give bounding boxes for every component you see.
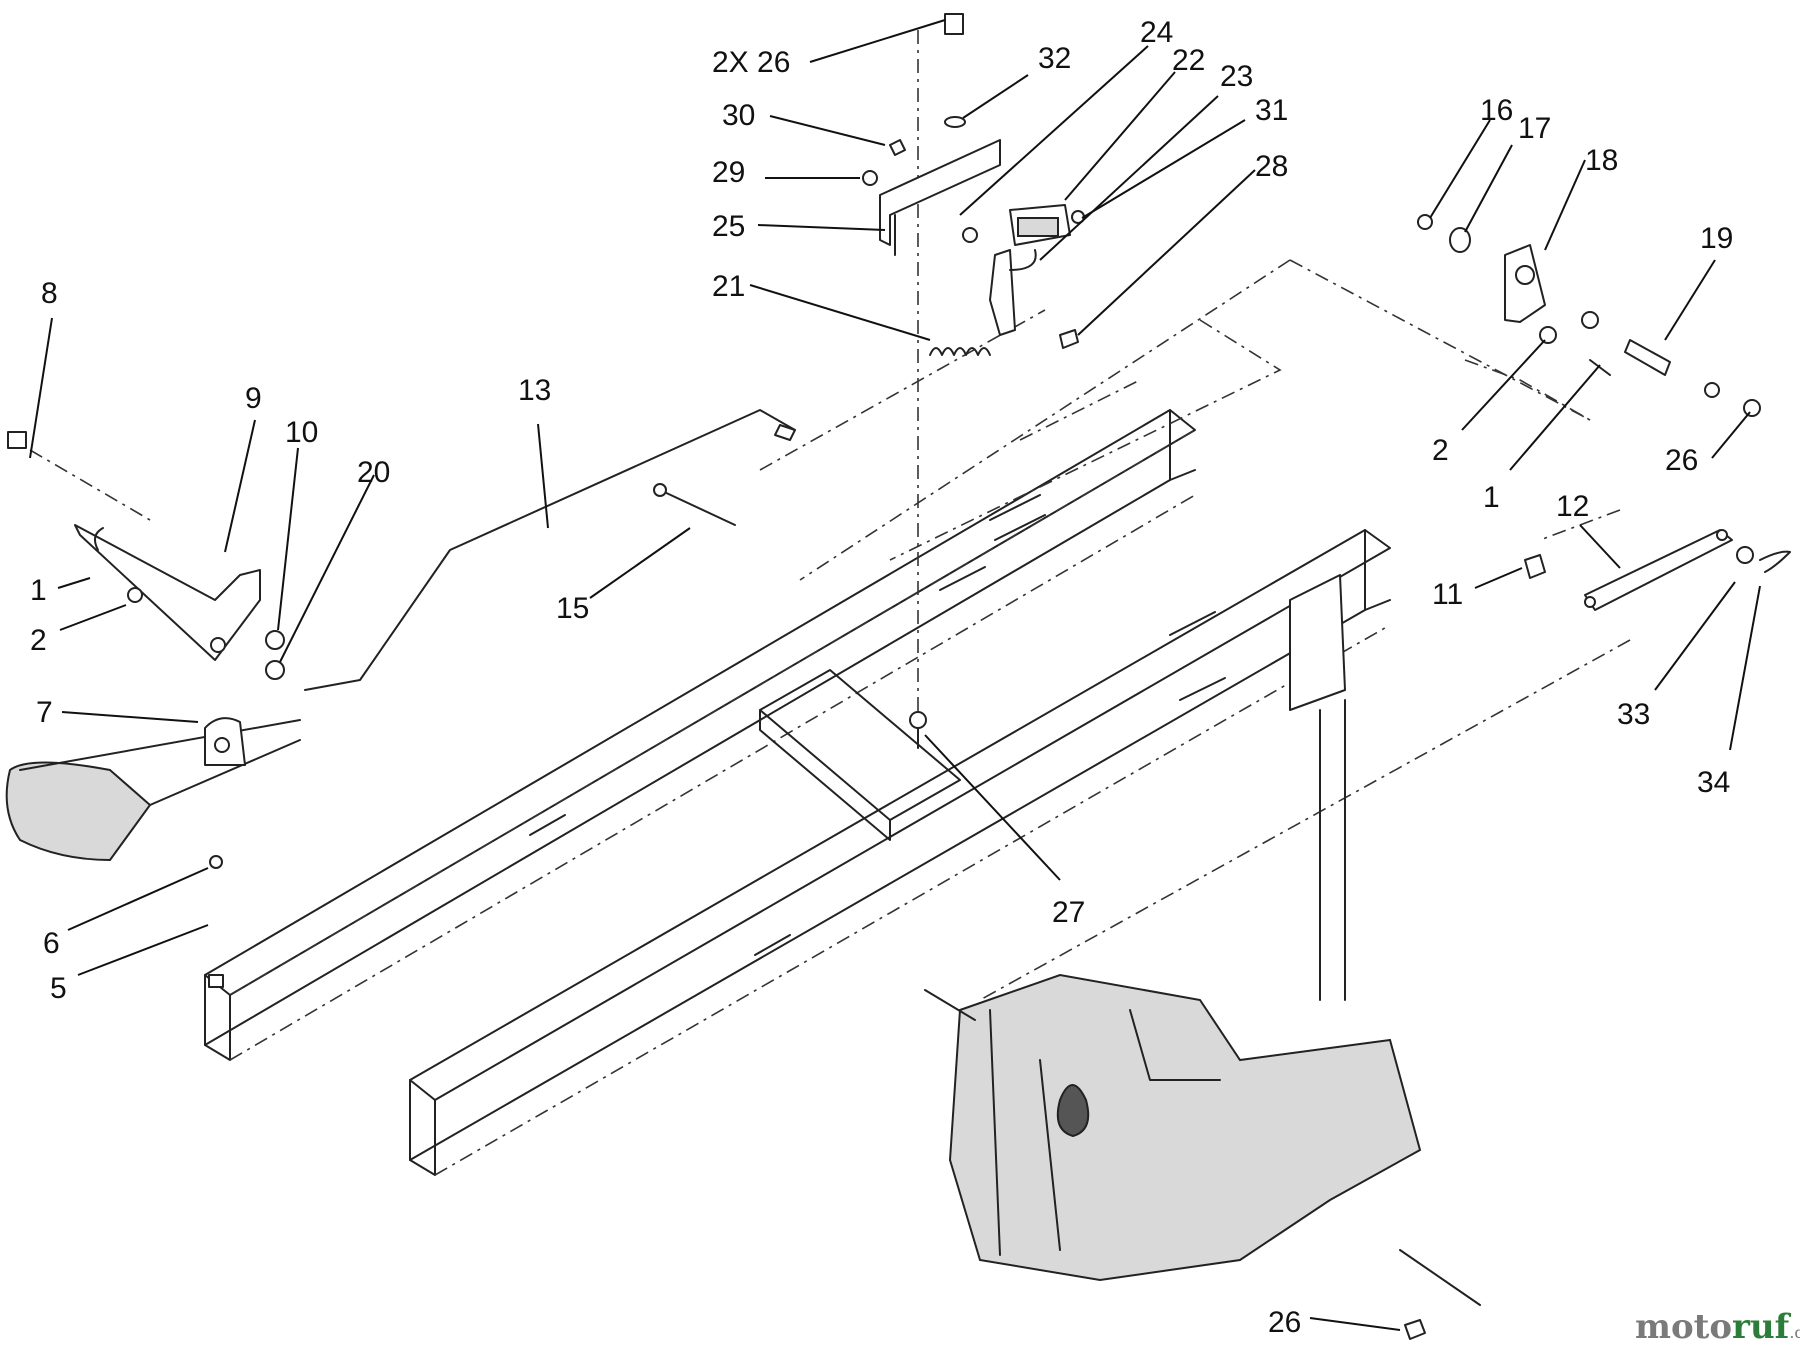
callout-9: 9 (245, 382, 262, 415)
callout-6: 6 (43, 927, 60, 960)
pedal-pad (5, 719, 301, 862)
frame-cross-member (759, 669, 961, 841)
interlock-switch (1009, 204, 1071, 246)
support-bracket (1289, 574, 1346, 1001)
callout-7: 7 (36, 696, 53, 729)
callout-32: 32 (1038, 42, 1071, 75)
callout-24: 24 (1140, 16, 1173, 49)
callout-33: 33 (1617, 698, 1650, 731)
watermark-suffix: .de (1789, 1323, 1800, 1342)
callout-1-right: 1 (1483, 481, 1500, 514)
callout-25: 25 (712, 210, 745, 243)
callout-16: 16 (1480, 94, 1513, 127)
callout-26-right: 26 (1665, 444, 1698, 477)
switch-arm (989, 249, 1037, 336)
frame-rail-left (204, 409, 1196, 1061)
callout-29: 29 (712, 156, 745, 189)
small-fasteners-top (862, 13, 1085, 349)
callout-22: 22 (1172, 44, 1205, 77)
brake-rod (304, 409, 796, 691)
assembly-guide-lines (29, 30, 1631, 1210)
callout-12: 12 (1556, 490, 1589, 523)
callout-34: 34 (1697, 766, 1730, 799)
pivot-shaft (1417, 214, 1761, 417)
drag-link (1524, 529, 1791, 611)
rail-slots (529, 494, 1226, 956)
pedal-bracket (204, 717, 246, 766)
callout-15: 15 (556, 592, 589, 625)
spring (929, 347, 991, 356)
callout-18: 18 (1585, 144, 1618, 177)
center-bolt (909, 711, 927, 749)
axle-nut (1404, 1319, 1426, 1340)
callout-1-left: 1 (30, 574, 47, 607)
callout-10: 10 (285, 416, 318, 449)
watermark-part2: ruf (1732, 1307, 1792, 1347)
callout-31: 31 (1255, 94, 1288, 127)
callout-21: 21 (712, 270, 745, 303)
callout-17: 17 (1518, 112, 1551, 145)
callout-26-bottom: 26 (1268, 1306, 1301, 1339)
pivot-plate (1504, 244, 1546, 323)
pedal-fasteners (7, 431, 285, 988)
callout-27: 27 (1052, 896, 1085, 929)
callout-23: 23 (1220, 60, 1253, 93)
callout-5: 5 (50, 972, 67, 1005)
callout-20: 20 (357, 456, 390, 489)
svg-text:motoruf.de: motoruf.de (1635, 1307, 1800, 1347)
watermark-logo: motoruf.de (1635, 1307, 1800, 1347)
leader-lines (29, 19, 1761, 1331)
transaxle (924, 973, 1481, 1306)
callout-labels: 2X 26 32 30 29 25 21 24 22 23 31 28 16 1… (30, 16, 1733, 1339)
callout-2x26: 2X 26 (712, 46, 790, 79)
callout-28: 28 (1255, 150, 1288, 183)
callout-11: 11 (1432, 578, 1463, 611)
long-bolt (653, 483, 736, 526)
callout-2-right: 2 (1432, 434, 1449, 467)
callout-30: 30 (722, 99, 755, 132)
frame-rail-right (409, 529, 1391, 1176)
watermark-part1: moto (1635, 1307, 1732, 1347)
switch-bracket (879, 139, 1001, 256)
callout-13: 13 (518, 374, 551, 407)
callout-8: 8 (41, 277, 58, 310)
callout-2-left: 2 (30, 624, 47, 657)
callout-19: 19 (1700, 222, 1733, 255)
brake-pedal-arm (74, 524, 261, 661)
